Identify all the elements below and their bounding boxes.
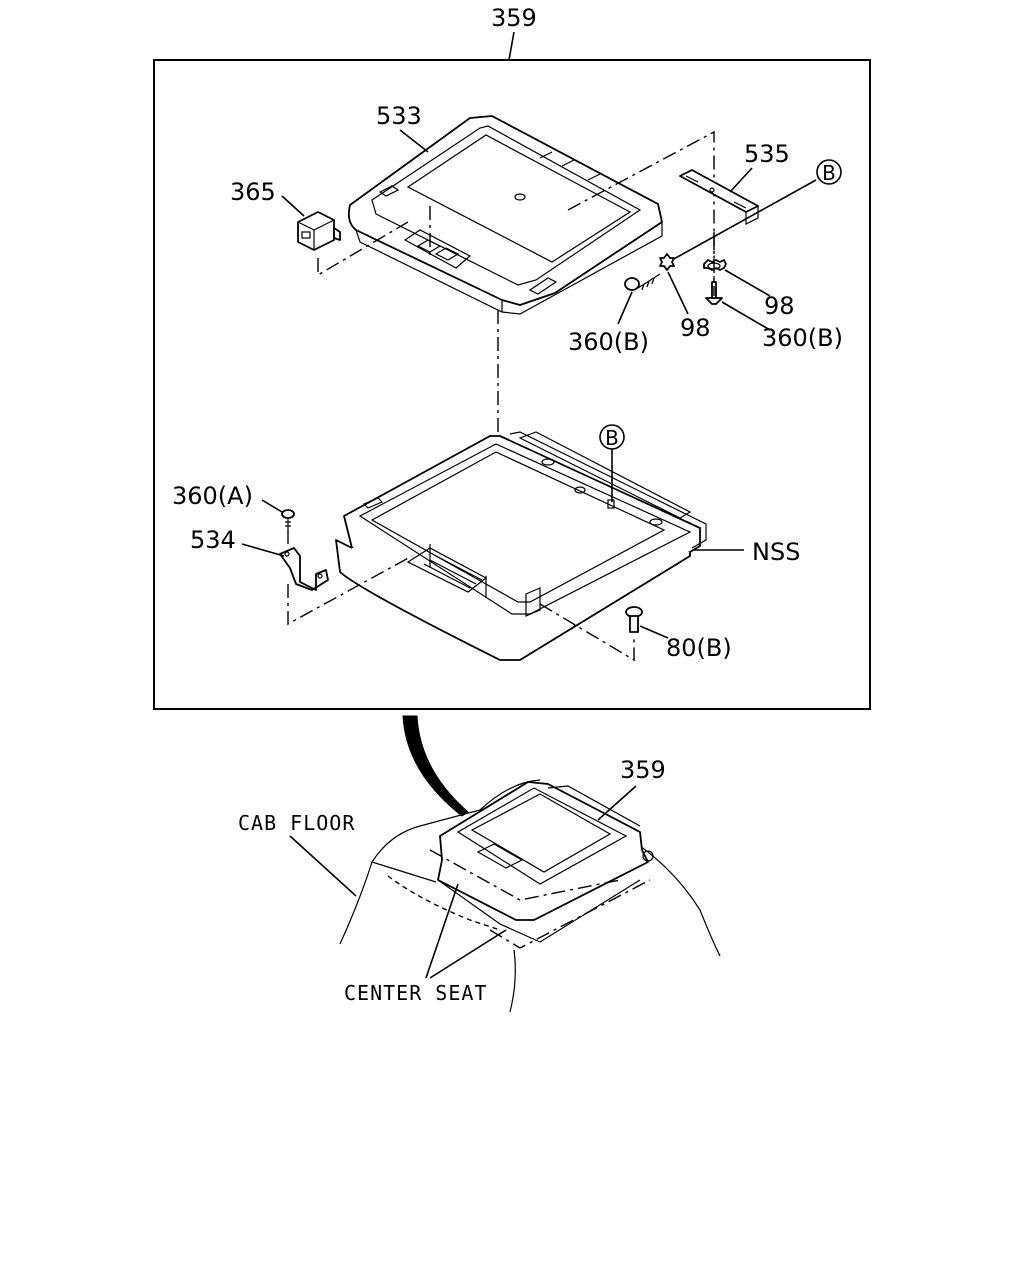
guide-switch	[317, 221, 409, 277]
label-ref-b-top: B	[822, 161, 836, 185]
leader-center-seat-2	[429, 929, 507, 979]
label-ref-b-mid: B	[605, 426, 619, 450]
leader-center-seat-1	[425, 883, 459, 979]
label-535: 535	[744, 140, 790, 168]
label-center-seat: CENTER SEAT	[344, 981, 487, 1005]
leader-98-left	[667, 271, 689, 315]
bracket-535	[679, 169, 759, 225]
leader-360b-right	[721, 301, 771, 331]
arrow-to-cab-view	[402, 715, 469, 817]
washer-right-98	[703, 259, 727, 271]
leader-cab-floor	[289, 835, 357, 897]
cab-floor-outline	[339, 779, 721, 1013]
leader-80b	[639, 625, 669, 639]
label-nss: NSS	[752, 538, 800, 566]
leader-533	[399, 129, 429, 153]
leader-534	[241, 543, 285, 557]
leader-365	[281, 195, 305, 217]
label-80b: 80(B)	[666, 634, 732, 662]
ref-b-top-circle	[816, 159, 842, 185]
label-359-top: 359	[491, 4, 537, 32]
leader-ref-b-top	[671, 179, 817, 261]
leader-359-cab	[597, 785, 637, 821]
screw-360a	[281, 509, 295, 530]
label-360b-left: 360(B)	[568, 328, 649, 356]
switch-365	[297, 211, 341, 251]
lower-box-nss	[335, 431, 707, 661]
label-365: 365	[230, 178, 276, 206]
leader-535	[729, 167, 753, 193]
screw-left-360b	[624, 273, 661, 291]
guide-cab-1	[429, 849, 621, 901]
bolt-80b	[625, 606, 643, 633]
assembly-359-in-cab	[437, 781, 654, 943]
label-534: 534	[190, 526, 236, 554]
label-533: 533	[376, 102, 422, 130]
guide-534	[287, 555, 413, 626]
leader-359-top	[508, 31, 515, 61]
leader-360a	[261, 499, 283, 513]
bracket-534	[279, 547, 329, 591]
washer-left-98	[659, 253, 675, 271]
guide-80b	[539, 603, 635, 662]
guide-upper-2	[567, 130, 715, 262]
leader-360b-left	[617, 291, 633, 325]
label-360b-right: 360(B)	[762, 324, 843, 352]
label-98-right: 98	[764, 292, 795, 320]
guide-cab-2	[489, 879, 651, 949]
label-360a: 360(A)	[172, 482, 253, 510]
label-359-cab: 359	[620, 756, 666, 784]
detail-frame	[153, 59, 871, 710]
leader-98-right	[724, 269, 771, 297]
label-98-left: 98	[680, 314, 711, 342]
upper-cover-533	[347, 115, 663, 315]
label-cab-floor: CAB FLOOR	[238, 811, 355, 835]
